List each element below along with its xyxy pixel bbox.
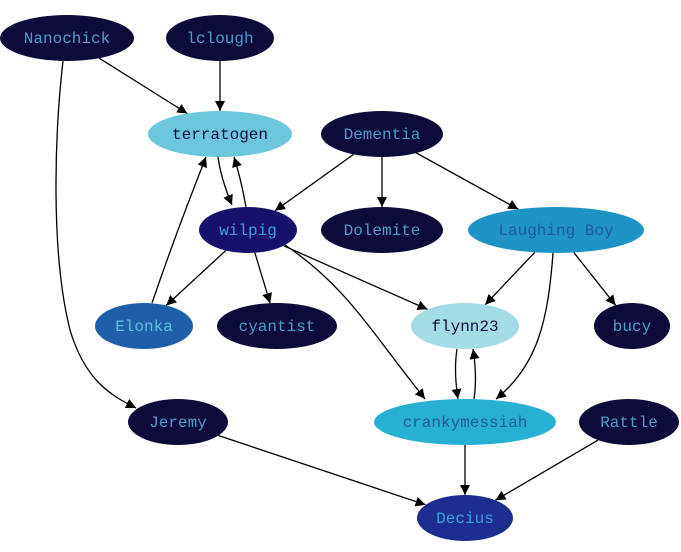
node-ellipse — [468, 207, 644, 253]
node-dolemite[interactable]: Dolemite — [321, 207, 443, 253]
node-ellipse — [148, 111, 292, 157]
node-label: Rattle — [600, 414, 658, 432]
node-ellipse — [217, 303, 337, 349]
node-lclough[interactable]: lclough — [166, 15, 274, 61]
node-ellipse — [594, 303, 670, 349]
node-rattle[interactable]: Rattle — [579, 399, 679, 445]
node-ellipse — [166, 15, 274, 61]
node-laughingboy[interactable]: Laughing Boy — [468, 207, 644, 253]
node-ellipse — [0, 15, 134, 61]
edge-laughingboy-to-crankymessiah — [495, 252, 554, 400]
node-terratogen[interactable]: terratogen — [148, 111, 292, 157]
node-label: cyantist — [239, 318, 316, 336]
node-ellipse — [95, 303, 193, 349]
node-nanochick[interactable]: Nanochick — [0, 15, 134, 61]
edge-wilpig-to-cyantist — [254, 252, 272, 304]
node-decius[interactable]: Decius — [417, 495, 513, 541]
node-elonka[interactable]: Elonka — [95, 303, 193, 349]
node-label: wilpig — [219, 222, 277, 240]
node-cyantist[interactable]: cyantist — [217, 303, 337, 349]
node-label: flynn23 — [431, 318, 498, 336]
node-ellipse — [579, 399, 679, 445]
node-ellipse — [321, 111, 443, 157]
node-label: bucy — [613, 318, 652, 336]
node-label: Laughing Boy — [498, 222, 614, 240]
edge-flynn23-to-crankymessiah — [451, 348, 462, 400]
edge-dementia-to-laughingboy — [416, 152, 519, 210]
node-ellipse — [128, 399, 228, 445]
node-ellipse — [417, 495, 513, 541]
edge-laughingboy-to-flynn23 — [484, 251, 536, 306]
node-label: Dementia — [344, 126, 421, 144]
edge-nanochick-to-terratogen — [98, 57, 188, 115]
node-crankymessiah[interactable]: crankymessiah — [374, 399, 556, 445]
node-label: Nanochick — [24, 30, 110, 48]
edge-terratogen-to-wilpig — [217, 156, 233, 206]
node-label: terratogen — [172, 126, 268, 144]
node-ellipse — [374, 399, 556, 445]
edge-layer — [55, 57, 617, 507]
node-ellipse — [321, 207, 443, 253]
edge-jeremy-to-decius — [218, 434, 426, 507]
edge-wilpig-to-elonka — [165, 250, 227, 306]
edge-laughingboy-to-bucy — [573, 252, 617, 306]
node-label: Elonka — [115, 318, 173, 336]
edge-rattle-to-decius — [495, 439, 599, 501]
node-layer: Nanochick lclough terratogen Dementia wilpig… — [0, 15, 679, 541]
node-label: Decius — [436, 510, 494, 528]
node-bucy[interactable]: bucy — [594, 303, 670, 349]
node-jeremy[interactable]: Jeremy — [128, 399, 228, 445]
node-ellipse — [411, 303, 519, 349]
edge-dementia-to-wilpig — [274, 153, 354, 212]
node-ellipse — [199, 207, 297, 253]
node-label: lclough — [186, 30, 253, 48]
node-flynn23[interactable]: flynn23 — [411, 303, 519, 349]
edge-wilpig-to-terratogen — [232, 156, 247, 208]
edge-wilpig-to-crankymessiah — [284, 244, 426, 400]
edge-crankymessiah-to-flynn23 — [469, 348, 480, 400]
node-wilpig[interactable]: wilpig — [199, 207, 297, 253]
node-dementia[interactable]: Dementia — [321, 111, 443, 157]
node-label: crankymessiah — [403, 414, 528, 432]
edge-elonka-to-terratogen — [151, 156, 207, 304]
edge-nanochick-to-jeremy — [55, 60, 137, 409]
edge-wilpig-to-flynn23 — [283, 245, 428, 310]
node-label: Dolemite — [344, 222, 421, 240]
node-label: Jeremy — [149, 414, 207, 432]
